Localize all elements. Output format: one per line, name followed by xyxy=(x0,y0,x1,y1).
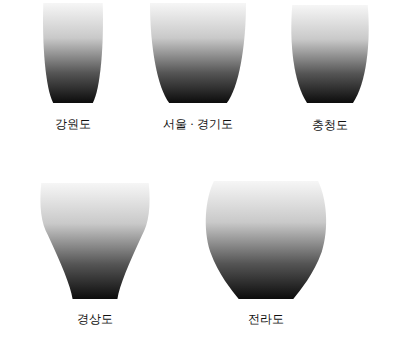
region-label: 경상도 xyxy=(77,312,113,326)
jar-body xyxy=(43,3,103,103)
region-label: 서울 · 경기도 xyxy=(163,117,233,131)
jar-body xyxy=(291,5,368,103)
jar-outline xyxy=(40,3,106,103)
jar-shape: 전라도 xyxy=(204,181,328,326)
region-label: 전라도 xyxy=(248,312,284,326)
jar-outline xyxy=(150,3,246,103)
jar-body xyxy=(40,183,149,299)
region-label: 충청도 xyxy=(312,118,348,132)
jar-outline xyxy=(204,181,328,299)
jar-body xyxy=(150,3,246,103)
jar-shape: 강원도 xyxy=(40,3,106,131)
region-label: 강원도 xyxy=(55,117,91,131)
jar-shape: 경상도 xyxy=(39,183,151,326)
jar-outline xyxy=(289,5,371,103)
jar-shape: 충청도 xyxy=(289,5,371,132)
jar-body xyxy=(206,181,326,299)
jar-outline xyxy=(39,183,151,299)
jar-shape: 서울 · 경기도 xyxy=(150,3,246,131)
